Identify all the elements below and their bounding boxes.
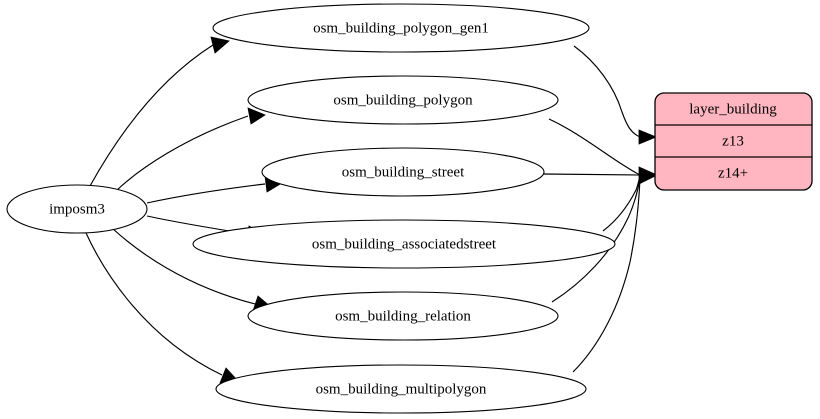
arrowhead-polygon-gen1 (210, 36, 230, 54)
edge-imposm3-to-multipolygon (85, 232, 223, 376)
node-imposm3-label: imposm3 (49, 201, 105, 217)
edge-street-to-z14plus (542, 173, 642, 176)
node-osm-building-polygon-gen1-label: osm_building_polygon_gen1 (313, 20, 489, 36)
node-osm-building-polygon-label: osm_building_polygon (333, 92, 473, 108)
layer-building-z14plus-label: z14+ (718, 165, 748, 181)
layer-building-z13-label: z13 (722, 133, 744, 149)
node-osm-building-polygon-shape[interactable] (247, 75, 559, 125)
edge-imposm3-to-polygon (115, 115, 249, 192)
node-osm-building-associatedstreet-shape[interactable] (192, 219, 616, 269)
node-osm-building-relation[interactable]: osm_building_relation (247, 291, 559, 341)
node-osm-building-polygon-gen1[interactable]: osm_building_polygon_gen1 (212, 3, 590, 53)
node-osm-building-relation-shape[interactable] (247, 291, 559, 341)
node-osm-building-polygon-gen1-shape[interactable] (212, 3, 590, 53)
edge-multipolygon-to-z14plus (572, 178, 641, 373)
node-layer-building-box[interactable] (654, 92, 813, 191)
node-layer-building[interactable]: layer_building z13 z14+ (654, 92, 813, 191)
node-osm-building-street[interactable]: osm_building_street (261, 147, 545, 197)
node-imposm3-shape[interactable] (6, 184, 148, 234)
edge-group-tables-to-layer (542, 45, 658, 373)
node-osm-building-multipolygon-label: osm_building_multipolygon (316, 381, 487, 397)
arrowhead-z14plus (638, 166, 658, 185)
edge-polygon-gen1-to-z13 (573, 45, 641, 138)
node-osm-building-multipolygon[interactable]: osm_building_multipolygon (215, 364, 587, 414)
layer-building-name-label: layer_building (689, 101, 777, 117)
edge-associatedstreet-to-z14plus (602, 175, 641, 232)
node-osm-building-associatedstreet-label: osm_building_associatedstreet (312, 236, 497, 252)
edge-imposm3-to-street (146, 183, 266, 204)
arrowhead-polygon (247, 107, 266, 125)
edge-imposm3-to-polygon-gen1 (89, 44, 214, 187)
edge-imposm3-to-relation (111, 227, 256, 305)
node-imposm3[interactable]: imposm3 (6, 184, 148, 234)
node-osm-building-polygon[interactable]: osm_building_polygon (247, 75, 559, 125)
node-osm-building-street-shape[interactable] (261, 147, 545, 197)
node-osm-building-multipolygon-shape[interactable] (215, 364, 587, 414)
arrowhead-z13 (638, 129, 658, 145)
edge-relation-to-z14plus (551, 177, 641, 303)
node-osm-building-associatedstreet[interactable]: osm_building_associatedstreet (192, 219, 616, 269)
node-osm-building-street-label: osm_building_street (342, 164, 465, 180)
node-osm-building-relation-label: osm_building_relation (335, 308, 471, 324)
edge-polygon-to-z14plus (548, 118, 641, 176)
